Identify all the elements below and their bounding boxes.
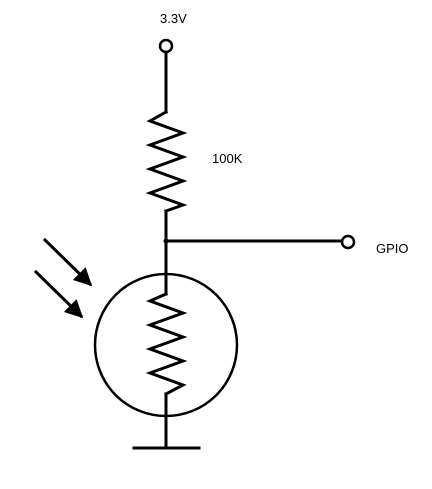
light-arrow-lower [33, 269, 84, 319]
supply-voltage-label: 3.3V [160, 11, 187, 26]
gpio-label: GPIO [376, 241, 409, 256]
light-arrow-upper [42, 237, 93, 287]
supply-terminal [158, 38, 174, 54]
output-terminal [340, 234, 356, 250]
photoresistor-zigzag [145, 292, 188, 397]
resistor-value-label: 100K [212, 151, 243, 166]
fixed-resistor [145, 109, 188, 213]
